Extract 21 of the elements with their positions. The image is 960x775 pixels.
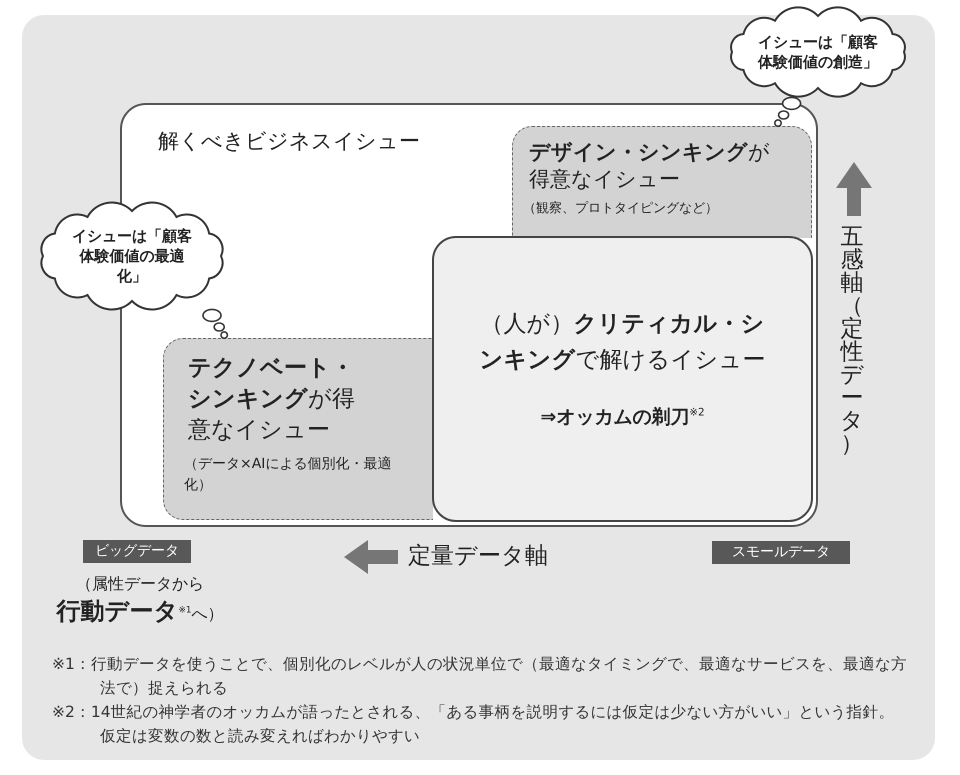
region-note: （データ×AIによる個別化・最適化） (184, 455, 392, 495)
region-heading: デザイン・シンキングが得意なイシュー (529, 139, 771, 193)
bubble-text: イシューは「顧客体験価値の創造」 (756, 32, 879, 72)
region-heading: テクノベート・シンキングが得意なイシュー (188, 354, 356, 445)
bubble-text: イシューは「顧客体験価値の最適化」 (71, 226, 193, 286)
axis-label: 五感軸（定性データ） (839, 226, 866, 456)
dotted-region-panel (512, 126, 812, 238)
panel-heading: （人が）クリティカル・シンキングで解けるイシュー (478, 310, 766, 375)
thought-bubble-tail (774, 96, 802, 128)
panel-note: ⇒オッカムの剃刀$^{※2}$ (540, 405, 705, 430)
rounded-panel (432, 236, 813, 522)
axis-end-label: スモールデータ (712, 541, 850, 564)
region-note: （観察、プロトタイピングなど） (523, 200, 718, 217)
area-title: 解くべきビジネスイシュー (158, 128, 420, 155)
footnote: ※1：行動データを使うことで、個別化のレベルが人の状況単位で（最適なタイミングで、最適なサービスを、最適な方法で）捉えられる (52, 654, 908, 699)
footnote: ※2：14世紀の神学者のオッカムが語ったとされる、「ある事柄を説明するには仮定は少ない方がいい」という指針。仮定は変数の数と読み変えればわかりやすい (52, 702, 896, 747)
axis-label: 定量データ軸 (408, 542, 548, 571)
axis-end-note: （属性データから行動データ$^{※1}$へ） (55, 573, 224, 626)
thought-bubble-tail (202, 308, 228, 340)
dotted-region-panel (163, 338, 433, 520)
axis-end-label: ビッグデータ (83, 540, 191, 563)
